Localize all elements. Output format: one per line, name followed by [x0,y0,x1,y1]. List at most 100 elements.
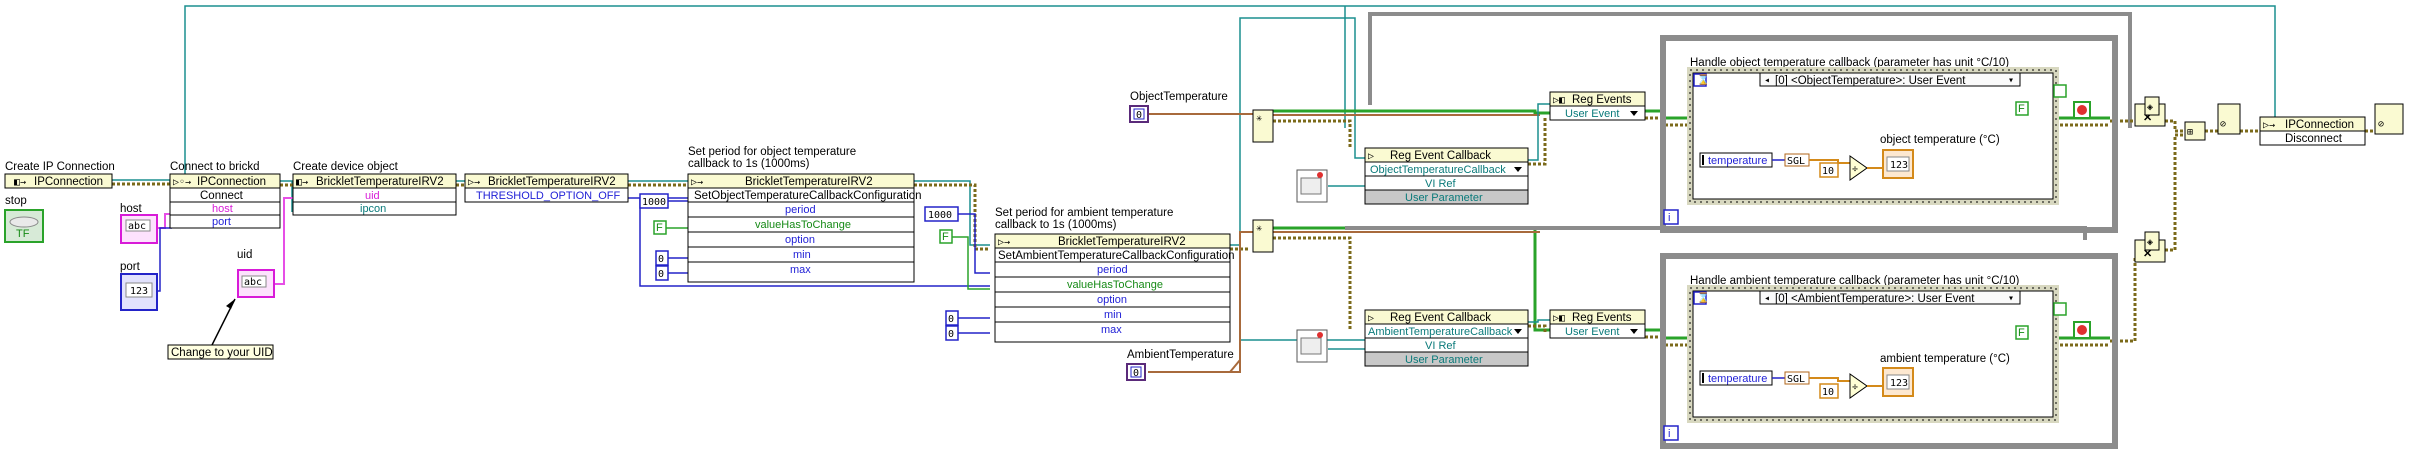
object-temperature-const[interactable]: 0 [1129,105,1149,123]
amb-vi-ref-icon[interactable] [1296,329,1328,363]
threshold-property-node[interactable]: ▷→ BrickletTemperatureIRV2 THRESHOLD_OPT… [464,173,629,203]
obj-stop-f: F [2018,103,2025,115]
label-connect: Connect to brickd [170,161,260,173]
amb-temp-indicator: 123 [1882,367,1914,397]
create-user-event-obj[interactable]: ✳ [1252,109,1274,143]
obj-vi-ref-icon[interactable] [1296,169,1328,203]
obj-config-node[interactable]: ▷→ BrickletTemperatureIRV2 SetObjectTemp… [687,173,922,283]
obj-reg-event-callback[interactable]: ▷ Reg Event Callback ObjectTemperatureCa… [1364,147,1529,205]
amb-stop-terminal[interactable] [2073,321,2091,339]
obj-stop-terminal[interactable] [2073,101,2091,119]
brick-wire-3 [914,180,990,246]
amb-temp-term-label: temperature [1708,373,1767,385]
obj-max-value: 0 [658,269,664,280]
obj-reg-events[interactable]: ▷◧ Reg Events User Event [1549,91,1646,121]
uid-string-control[interactable]: abc [237,269,275,298]
obj-event-bool-terminal [2053,84,2067,98]
stop-button-control[interactable]: TF [4,209,44,243]
amb-divisor-const[interactable]: 10 [1819,383,1839,399]
unreg-obj-x: ✕ [2143,112,2152,124]
label-obj-indicator: object temperature (°C) [1880,134,2000,146]
brick-ctor-title: BrickletTemperatureIRV2 [316,176,444,188]
obj-divisor-const[interactable]: 10 [1819,162,1839,178]
label-handle-object: Handle object temperature callback (para… [1690,57,2009,69]
create-user-event-amb[interactable]: ✳ [1252,219,1274,253]
amb-while-loop[interactable]: i [1660,253,2118,449]
obj-hourglass: ⌛ [1697,73,1709,86]
brick-ctor-glyph: ◧→ [296,177,308,188]
obj-temp-indicator: 123 [1882,149,1914,179]
host-string-control[interactable]: abc [120,214,158,244]
merge-glyph: ⊞ [2187,127,2193,138]
amb-term-vhc: valueHasToChange [1067,279,1163,291]
ipcon-connect-node[interactable]: ▷◦→ IPConnection Connect host port [169,173,281,229]
amb-reg-event-callback[interactable]: ▷ Reg Event Callback AmbientTemperatureC… [1364,309,1529,367]
obj-loop-stop-const[interactable]: F [2015,101,2029,116]
ambient-temp-value: 0 [1133,368,1139,379]
amb-term-option: option [1097,294,1127,306]
obj-sgl-text: SGL [1787,156,1805,167]
obj-case-left-arrow: ◂ [1764,75,1770,86]
amb-event-structure[interactable]: ◂ [0] <AmbientTemperature>: User Event ▾… [1687,285,2059,423]
threshold-node-title: BrickletTemperatureIRV2 [488,176,616,188]
obj-sgl-convert: SGL [1784,153,1810,167]
amb-loop-stop-const[interactable]: F [2015,325,2029,340]
uid-abc: abc [244,277,262,288]
label-obj-period-1: Set period for object temperature [688,146,856,158]
close-ref-node[interactable]: ⊘ [2217,103,2241,135]
obj-min-const[interactable]: 0 [655,250,669,266]
obj-user-event-term: User Event [1565,108,1619,120]
obj-bool-f: F [656,222,663,234]
amb-hourglass: ⌛ [1697,291,1709,304]
obj-sgl-wire [1809,159,1850,164]
obj-term-option: option [785,234,815,246]
connect-method: Connect [200,190,244,202]
amb-bool-const[interactable]: F [939,229,953,244]
amb-divisor-value: 10 [1822,387,1834,398]
obj-reg-cb-title: Reg Event Callback [1390,150,1491,162]
ambient-temperature-const[interactable]: 0 [1126,363,1146,381]
amb-cfg-method: SetAmbientTemperatureCallbackConfigurati… [998,250,1235,262]
obj-cb-err [1273,119,1352,148]
amb-reg-out [1528,319,1550,323]
obj-case-selector: [0] <ObjectTemperature>: User Event [1775,75,1966,87]
threshold-value: THRESHOLD_OPTION_OFF [476,190,621,202]
amb-period-const[interactable]: 1000 [924,206,959,222]
amb-indicator-123: 123 [1890,378,1908,389]
amb-stop-f: F [2018,327,2025,339]
brick-ipcon-term: ipcon [360,203,386,215]
amb-max-const[interactable]: 0 [945,325,959,341]
ipconnection-constructor[interactable]: ◧→ IPConnection [4,173,113,189]
final-close-ref-node[interactable]: ⊘ [2374,103,2404,135]
amb-period-value: 1000 [928,210,952,221]
amb-reg-events[interactable]: ▷◧ Reg Events User Event [1549,309,1646,339]
destroy-obj-glyph: ◈ [2147,102,2153,113]
amb-min-const[interactable]: 0 [945,310,959,326]
amb-config-node[interactable]: ▷→ BrickletTemperatureIRV2 SetAmbientTem… [994,233,1235,343]
connect-invoke-glyph: ▷◦→ [173,177,191,188]
destroy-event-amb[interactable]: ◈ [2144,231,2160,251]
host-abc: abc [128,221,146,232]
obj-event-structure[interactable]: ◂ [0] <ObjectTemperature>: User Event ▾ … [1687,67,2059,205]
final-close-glyph: ⊘ [2378,119,2384,130]
threshold-glyph: ▷→ [468,177,480,188]
destroy-event-obj[interactable]: ◈ [2144,96,2160,116]
port-numeric-control[interactable]: 123 [120,273,158,311]
merge-errors-node[interactable]: ⊞ [2184,121,2206,141]
amb-reg-cb-glyph: ▷ [1368,313,1374,324]
ipcon-disconnect-node[interactable]: ▷→ IPConnection Disconnect [2259,116,2366,146]
obj-bool-const[interactable]: F [653,220,667,235]
obj-max-const[interactable]: 0 [655,265,669,281]
label-stop: stop [5,195,27,207]
obj-reg-events-glyph: ▷◧ [1553,95,1565,106]
ipcon-ctor-title: IPConnection [34,176,103,188]
label-create-device: Create device object [293,161,399,173]
obj-period-const[interactable]: 1000 [639,193,669,209]
obj-while-loop[interactable]: i [1660,35,2118,233]
brick-constructor[interactable]: ◧→ BrickletTemperatureIRV2 uid ipcon [292,173,457,216]
amb-cfg-title: BrickletTemperatureIRV2 [1058,236,1186,248]
amb-reg-events-glyph: ▷◧ [1553,313,1565,324]
refnum-wire-top [184,5,2276,183]
label-amb-indicator: ambient temperature (°C) [1880,353,2010,365]
connect-node-title: IPConnection [197,176,266,188]
